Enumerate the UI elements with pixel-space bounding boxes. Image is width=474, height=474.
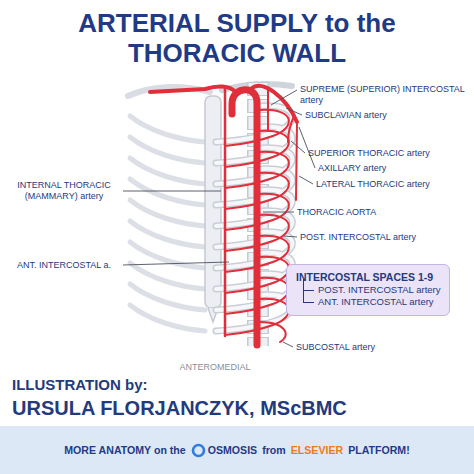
great-arteries <box>150 86 236 93</box>
leader-lines <box>284 236 297 237</box>
artery-label: SUBCLAVIAN artery <box>305 110 387 121</box>
brand-logo: OSMOSIS <box>191 443 257 458</box>
left-ribs <box>130 263 205 289</box>
great-arteries <box>224 89 227 336</box>
logo-icon <box>193 445 204 456</box>
left-ribs <box>130 221 205 247</box>
artery-item: POST. INTERCOSTAL artery <box>296 284 440 296</box>
artery-label: SUBCOSTAL artery <box>296 342 375 353</box>
artery-label: LATERAL THORACIC artery <box>316 179 430 190</box>
artery-label: POST. INTERCOSTAL artery <box>300 232 416 243</box>
great-arteries <box>232 90 257 345</box>
artery-label: THORACIC AORTA <box>297 207 376 218</box>
left-ribs <box>130 158 205 184</box>
logo-icon <box>191 443 206 458</box>
leader-lines <box>299 127 315 168</box>
left-ribs <box>130 284 205 310</box>
artery-label: ANT. INTERCOSTAL a. <box>8 260 120 271</box>
left-ribs <box>130 179 205 205</box>
leader-lines <box>271 90 297 105</box>
great-arteries <box>267 90 269 130</box>
brand-name: OSMOSIS <box>208 444 257 456</box>
artery-label: SUPREME (SUPERIOR) INTERCOSTAL artery <box>300 84 466 106</box>
leader-lines <box>291 141 305 153</box>
great-arteries <box>296 122 297 200</box>
leader-lines <box>263 212 294 213</box>
footer-band: MORE ANATOMY on the OSMOSIS from ELSEVIER PL… <box>0 426 474 474</box>
box-heading: INTERCOSTAL SPACES 1-9 <box>296 271 440 284</box>
artery-label: SUPERIOR THORACIC artery <box>308 148 430 159</box>
footer-text: from <box>262 444 286 456</box>
left-ribs <box>130 200 205 226</box>
credit-heading: ILLUSTRATION by: <box>12 376 148 394</box>
great-arteries <box>150 86 297 345</box>
left-ribs <box>130 305 205 331</box>
credit-name: URSULA FLORJANCZYK, MScBMC <box>12 396 347 420</box>
left-ribs <box>130 116 205 142</box>
intercostal-arteries <box>260 322 286 342</box>
artery-label: AXILLARY artery <box>318 163 386 174</box>
artery-label: INTERNAL THORACIC (MAMMARY) artery <box>8 180 120 202</box>
diagram-title: ARTERIAL SUPPLY to the THORACIC WALL <box>37 8 437 68</box>
view-label: ANTEROMEDIAL <box>160 362 270 373</box>
footer-text: MORE ANATOMY on the <box>64 444 185 456</box>
leader-lines <box>283 342 293 347</box>
info-box: INTERCOSTAL SPACES 1-9POST. INTERCOSTAL … <box>286 264 450 316</box>
leader-lines <box>299 176 313 184</box>
artery-item: ANT. INTERCOSTAL artery <box>296 296 440 308</box>
leader-lines <box>123 262 229 265</box>
publisher-name: ELSEVIER <box>291 444 343 456</box>
great-arteries <box>288 116 294 142</box>
footer-text: PLATFORM! <box>348 444 410 456</box>
left-ribs <box>130 137 205 163</box>
leader-lines <box>123 191 221 192</box>
left-ribs <box>130 116 205 331</box>
leader-lines <box>286 108 302 115</box>
